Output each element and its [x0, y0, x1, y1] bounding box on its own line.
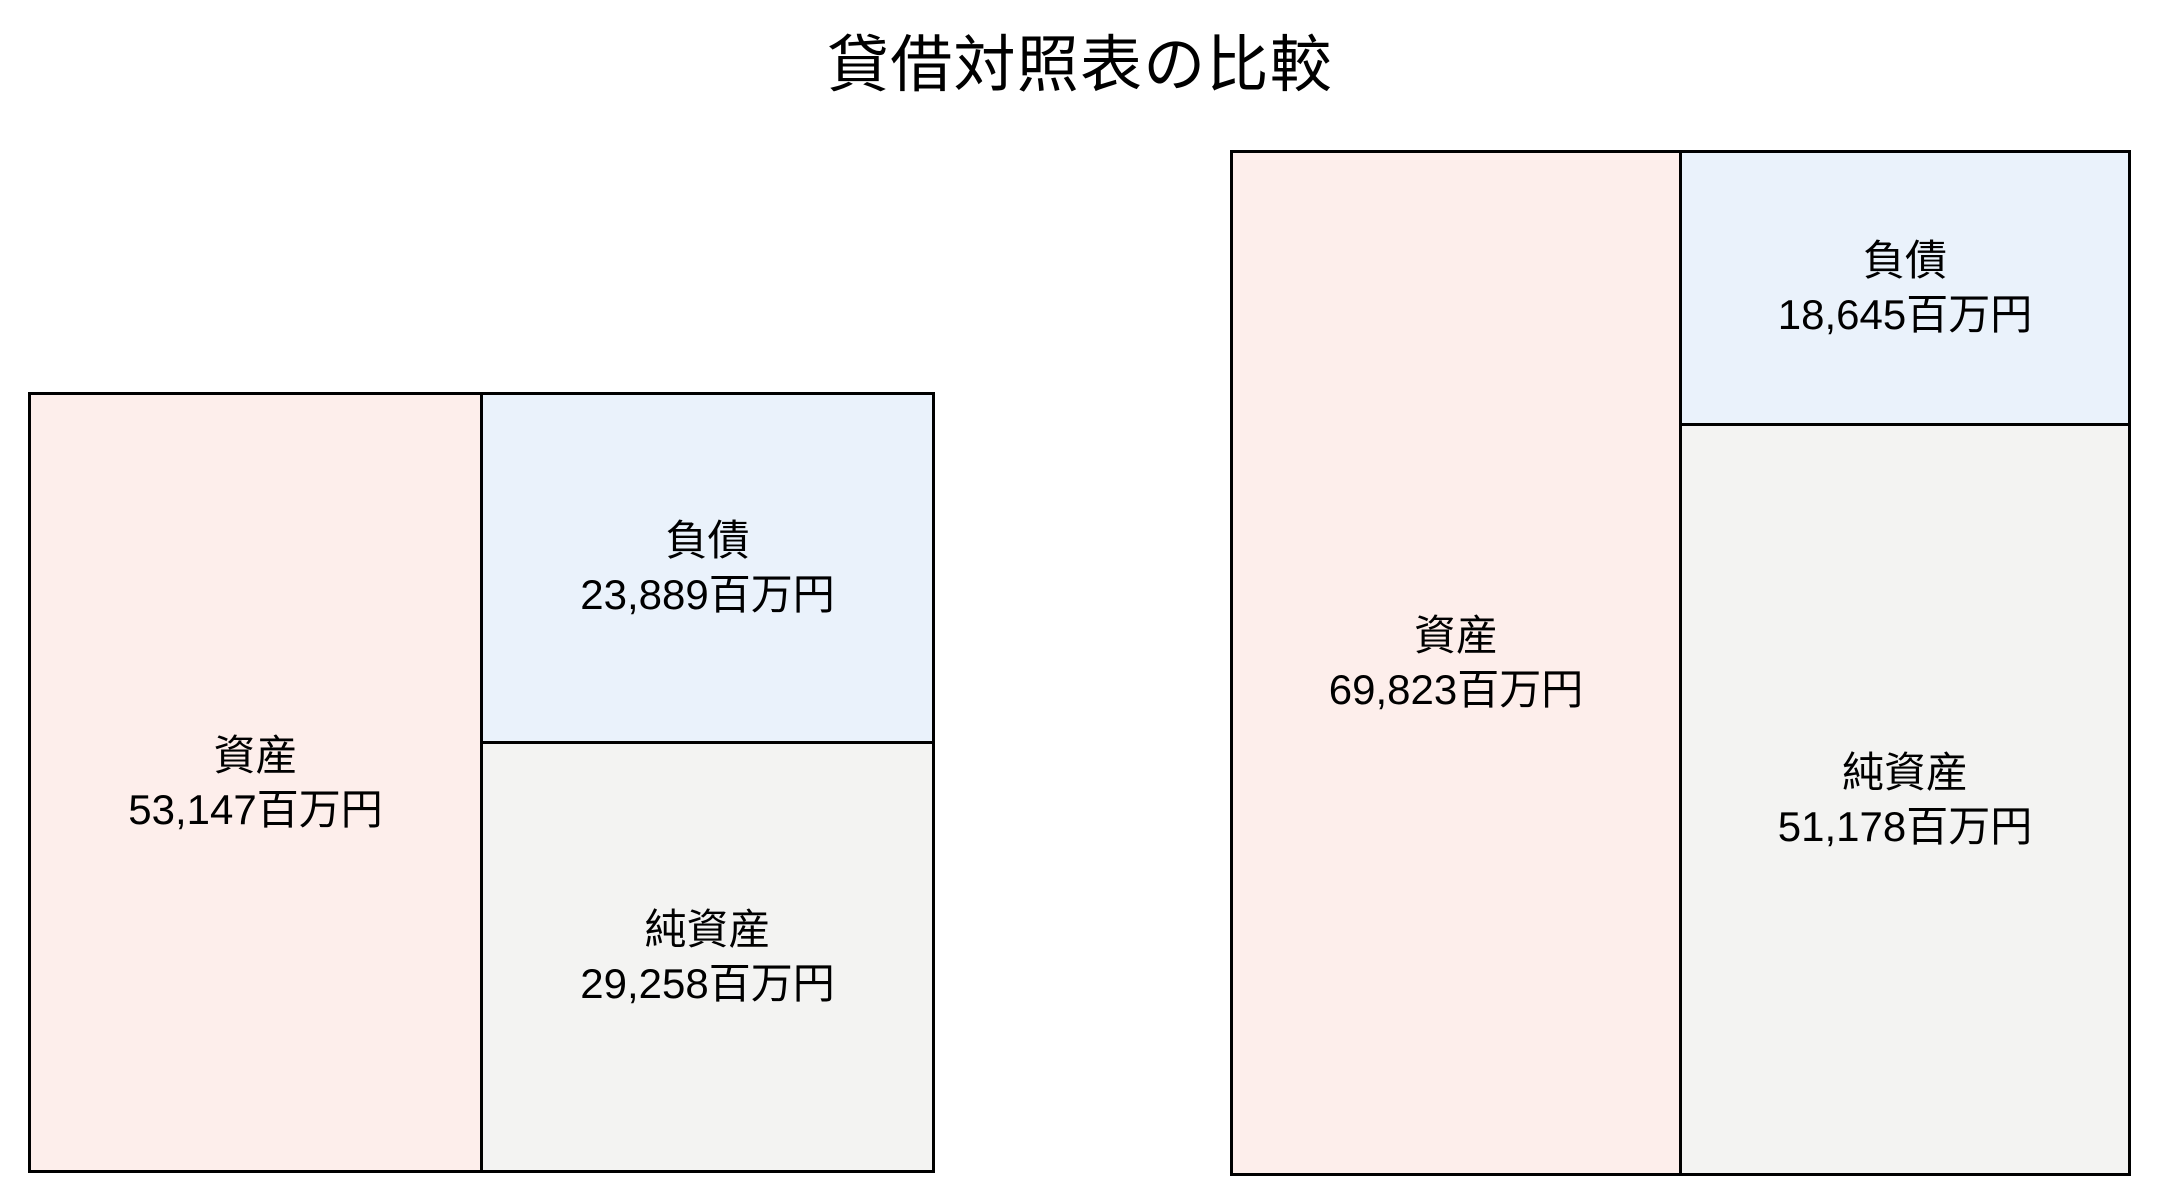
right-liabilities-label: 負債 18,645百万円	[1777, 237, 2033, 338]
left-net-assets-label: 純資産 29,258百万円	[580, 906, 835, 1007]
left-liabilities-label: 負債 23,889百万円	[580, 517, 835, 618]
left-assets-label: 資産 53,147百万円	[128, 731, 383, 833]
right-balance-sheet-panel: 資産 69,823百万円 負債 18,645百万円 純資産 51,178百万円	[1230, 150, 2131, 1176]
left-net-assets-box: 純資産 29,258百万円	[480, 741, 935, 1173]
chart-title: 貸借対照表の比較	[827, 31, 1333, 100]
right-liabilities-box: 負債 18,645百万円	[1679, 150, 2131, 426]
right-net-assets-box: 純資産 51,178百万円	[1679, 423, 2131, 1176]
left-balance-sheet-panel: 資産 53,147百万円 負債 23,889百万円 純資産 29,258百万円	[28, 392, 935, 1173]
left-assets-box: 資産 53,147百万円	[28, 392, 483, 1173]
right-net-assets-label: 純資産 51,178百万円	[1777, 748, 2033, 850]
right-assets-label: 資産 69,823百万円	[1328, 612, 1584, 713]
left-liabilities-box: 負債 23,889百万円	[480, 392, 935, 744]
right-assets-box: 資産 69,823百万円	[1230, 150, 1682, 1176]
